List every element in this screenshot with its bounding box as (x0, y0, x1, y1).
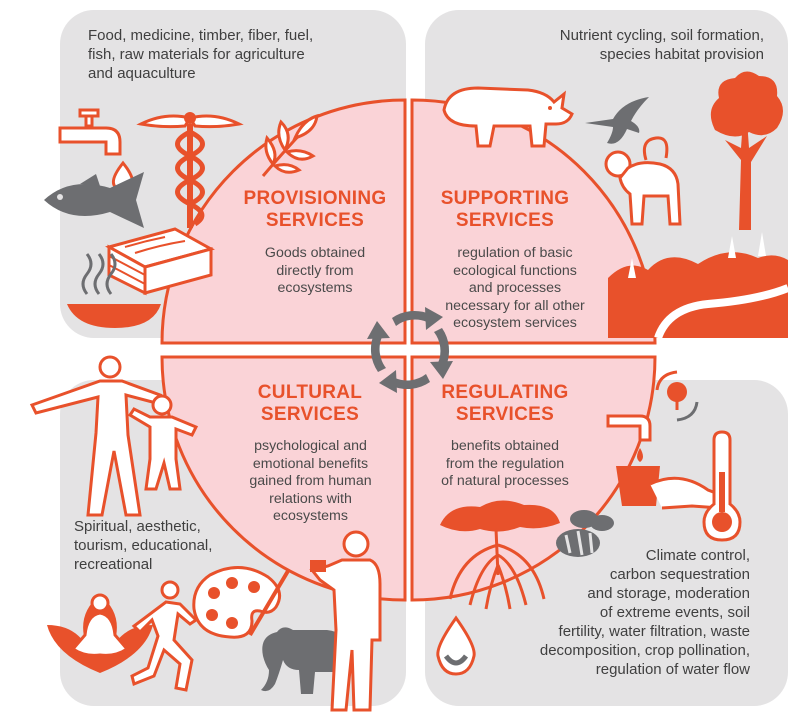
food-bowl-icon (67, 253, 161, 328)
thermometer-icon (702, 430, 742, 542)
droplet-icon (436, 615, 476, 676)
cycle-arrows-icon (367, 307, 453, 393)
supporting-title: SUPPORTING SERVICES (440, 188, 570, 231)
rhino-icon (442, 86, 574, 148)
dancing-figures-icon (29, 355, 199, 517)
runner-icon (130, 580, 199, 692)
provisioning-quadrant (160, 98, 407, 345)
tree-globe-icon (655, 370, 699, 422)
water-tap-icon (58, 108, 122, 156)
provisioning-title: PROVISIONING SERVICES (243, 188, 387, 231)
bee-icon (556, 510, 614, 557)
mangrove-icon (440, 500, 560, 610)
tree-icon (710, 71, 783, 230)
supporting-examples: Nutrient cycling, soil formation, specie… (559, 27, 764, 63)
tap-glass-icon (606, 414, 726, 510)
fish-icon (44, 172, 144, 228)
supporting-description: regulation of basic ecological functions… (445, 245, 585, 331)
paint-palette-icon (192, 565, 290, 639)
provisioning-description: Goods obtained directly from ecosystems (264, 245, 366, 296)
provisioning-examples: Food, medicine, timber, fiber, fuel, fis… (88, 27, 314, 82)
bird-icon (585, 97, 649, 144)
monkey-icon (604, 136, 682, 226)
cultural-examples: Spiritual, aesthetic, tourism, education… (74, 518, 213, 573)
cultural-title: CULTURAL SERVICES (257, 382, 363, 425)
landscape-icon (608, 232, 790, 340)
meditation-icon (47, 593, 153, 673)
photographer-icon (309, 530, 382, 712)
caduceus-icon (136, 112, 244, 228)
elephant-icon (261, 627, 349, 694)
regulating-title: REGULATING SERVICES (441, 382, 569, 425)
regulating-examples: Climate control, carbon sequestration an… (539, 547, 750, 678)
cultural-description: psychological and emotional benefits gai… (249, 438, 372, 524)
regulating-quadrant (410, 355, 657, 602)
leaf-branch-icon (261, 113, 319, 177)
regulating-description: benefits obtained from the regulation of… (441, 438, 569, 489)
